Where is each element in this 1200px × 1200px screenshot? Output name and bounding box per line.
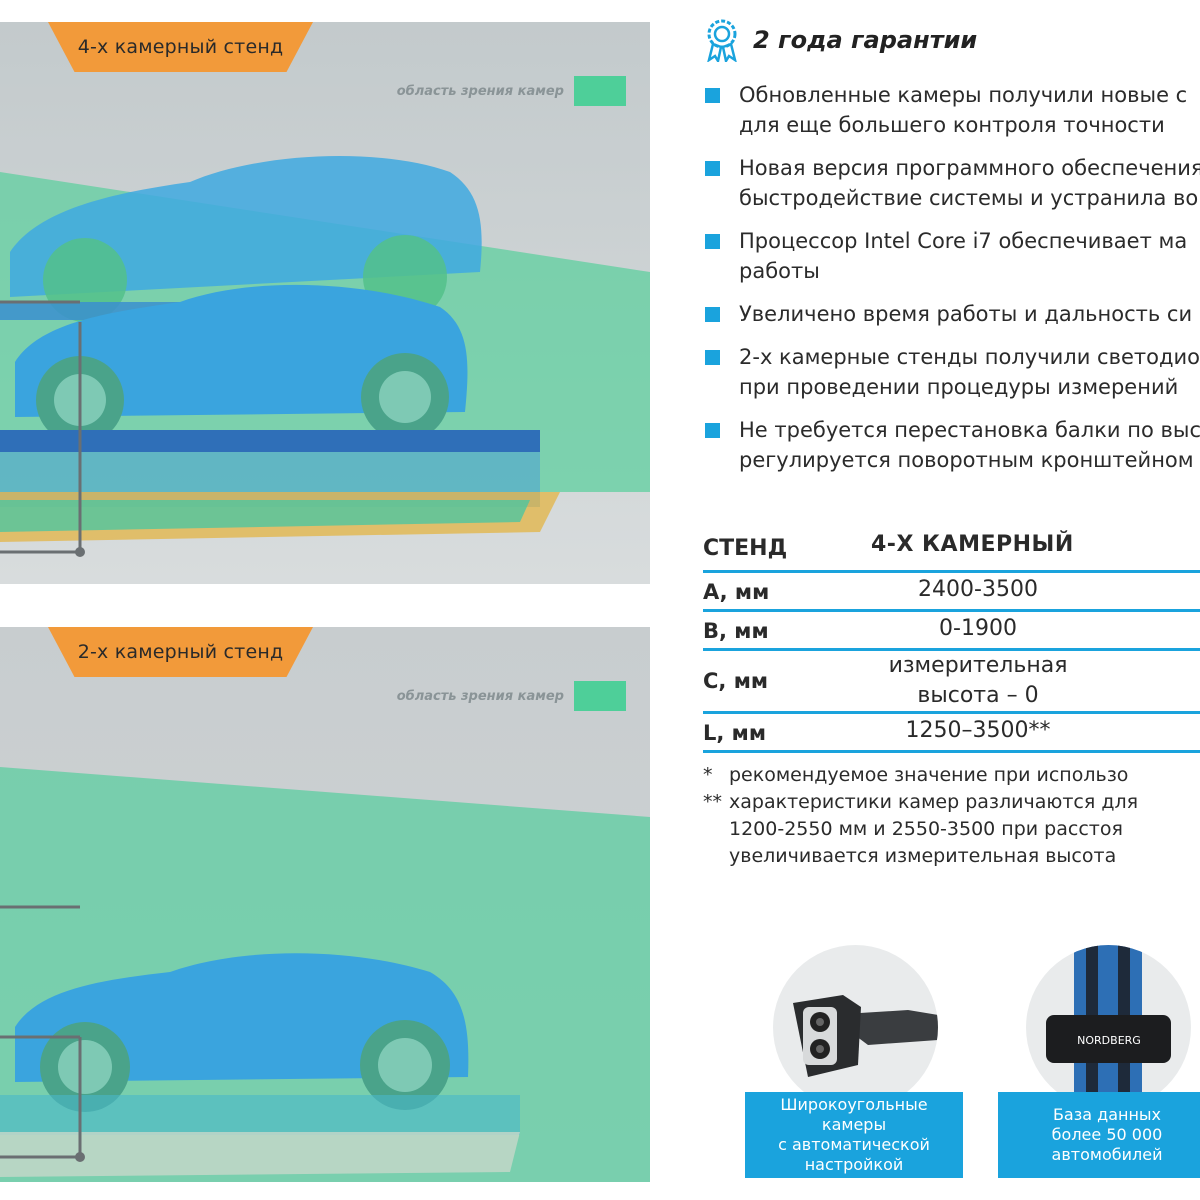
- field-of-view-swatch: [574, 681, 626, 711]
- list-item: Увеличено время работы и дальность си: [703, 299, 1200, 329]
- product-card-database: NORDBERG База данных более 50 000 автомо…: [998, 945, 1200, 1180]
- square-bullet-icon: [705, 423, 720, 438]
- award-ribbon-icon: [707, 19, 737, 62]
- warranty-text: 2 года гарантии: [753, 26, 978, 54]
- warranty-heading: 2 года гарантии: [703, 18, 977, 62]
- product-caption: База данных более 50 000 автомобилей: [998, 1092, 1200, 1178]
- table-row: L, мм 1250–3500**: [703, 714, 1200, 753]
- table-row: B, мм 0-1900: [703, 612, 1200, 651]
- product-caption: Широкоугольные камеры с автоматической н…: [745, 1092, 963, 1178]
- footnote: ** характеристики камер различаются для …: [703, 791, 1139, 867]
- square-bullet-icon: [705, 88, 720, 103]
- four-camera-scene: [0, 22, 650, 584]
- table-header-value: 4-Х КАМЕРНЫЙ: [871, 532, 1074, 557]
- camera-beam-icon: NORDBERG: [1046, 945, 1171, 1110]
- footnote: * рекомендуемое значение при использо: [703, 764, 1129, 786]
- spec-table: СТЕНД 4-Х КАМЕРНЫЙ A, мм 2400-3500 B, мм…: [703, 528, 1200, 753]
- square-bullet-icon: [705, 350, 720, 365]
- product-card-camera: Широкоугольные камеры с автоматической н…: [745, 945, 965, 1180]
- car: [0, 953, 520, 1177]
- table-header-key: СТЕНД: [703, 536, 788, 561]
- two-camera-stand-image: 2-х камерный стенд область зрения камер: [0, 627, 650, 1182]
- field-of-view-label: область зрения камер: [396, 689, 564, 704]
- wide-angle-camera-icon: [793, 995, 938, 1077]
- stand-type-tag: 4-х камерный стенд: [48, 22, 313, 72]
- table-header-row: СТЕНД 4-Х КАМЕРНЫЙ: [703, 528, 1200, 573]
- footnotes: * рекомендуемое значение при использо **…: [703, 762, 1200, 870]
- brand-logo: NORDBERG: [1077, 1034, 1141, 1047]
- product-photo: NORDBERG: [1026, 945, 1191, 1110]
- stand-type-tag: 2-х камерный стенд: [48, 627, 313, 677]
- product-photo: [773, 945, 938, 1110]
- square-bullet-icon: [705, 234, 720, 249]
- four-camera-stand-image: 4-х камерный стенд область зрения камер: [0, 22, 650, 584]
- square-bullet-icon: [705, 161, 720, 176]
- field-of-view-swatch: [574, 76, 626, 106]
- field-of-view-label: область зрения камер: [396, 84, 564, 99]
- table-row: A, мм 2400-3500: [703, 573, 1200, 612]
- two-camera-scene: [0, 627, 650, 1182]
- product-caption-edge: [1190, 1092, 1200, 1178]
- square-bullet-icon: [705, 307, 720, 322]
